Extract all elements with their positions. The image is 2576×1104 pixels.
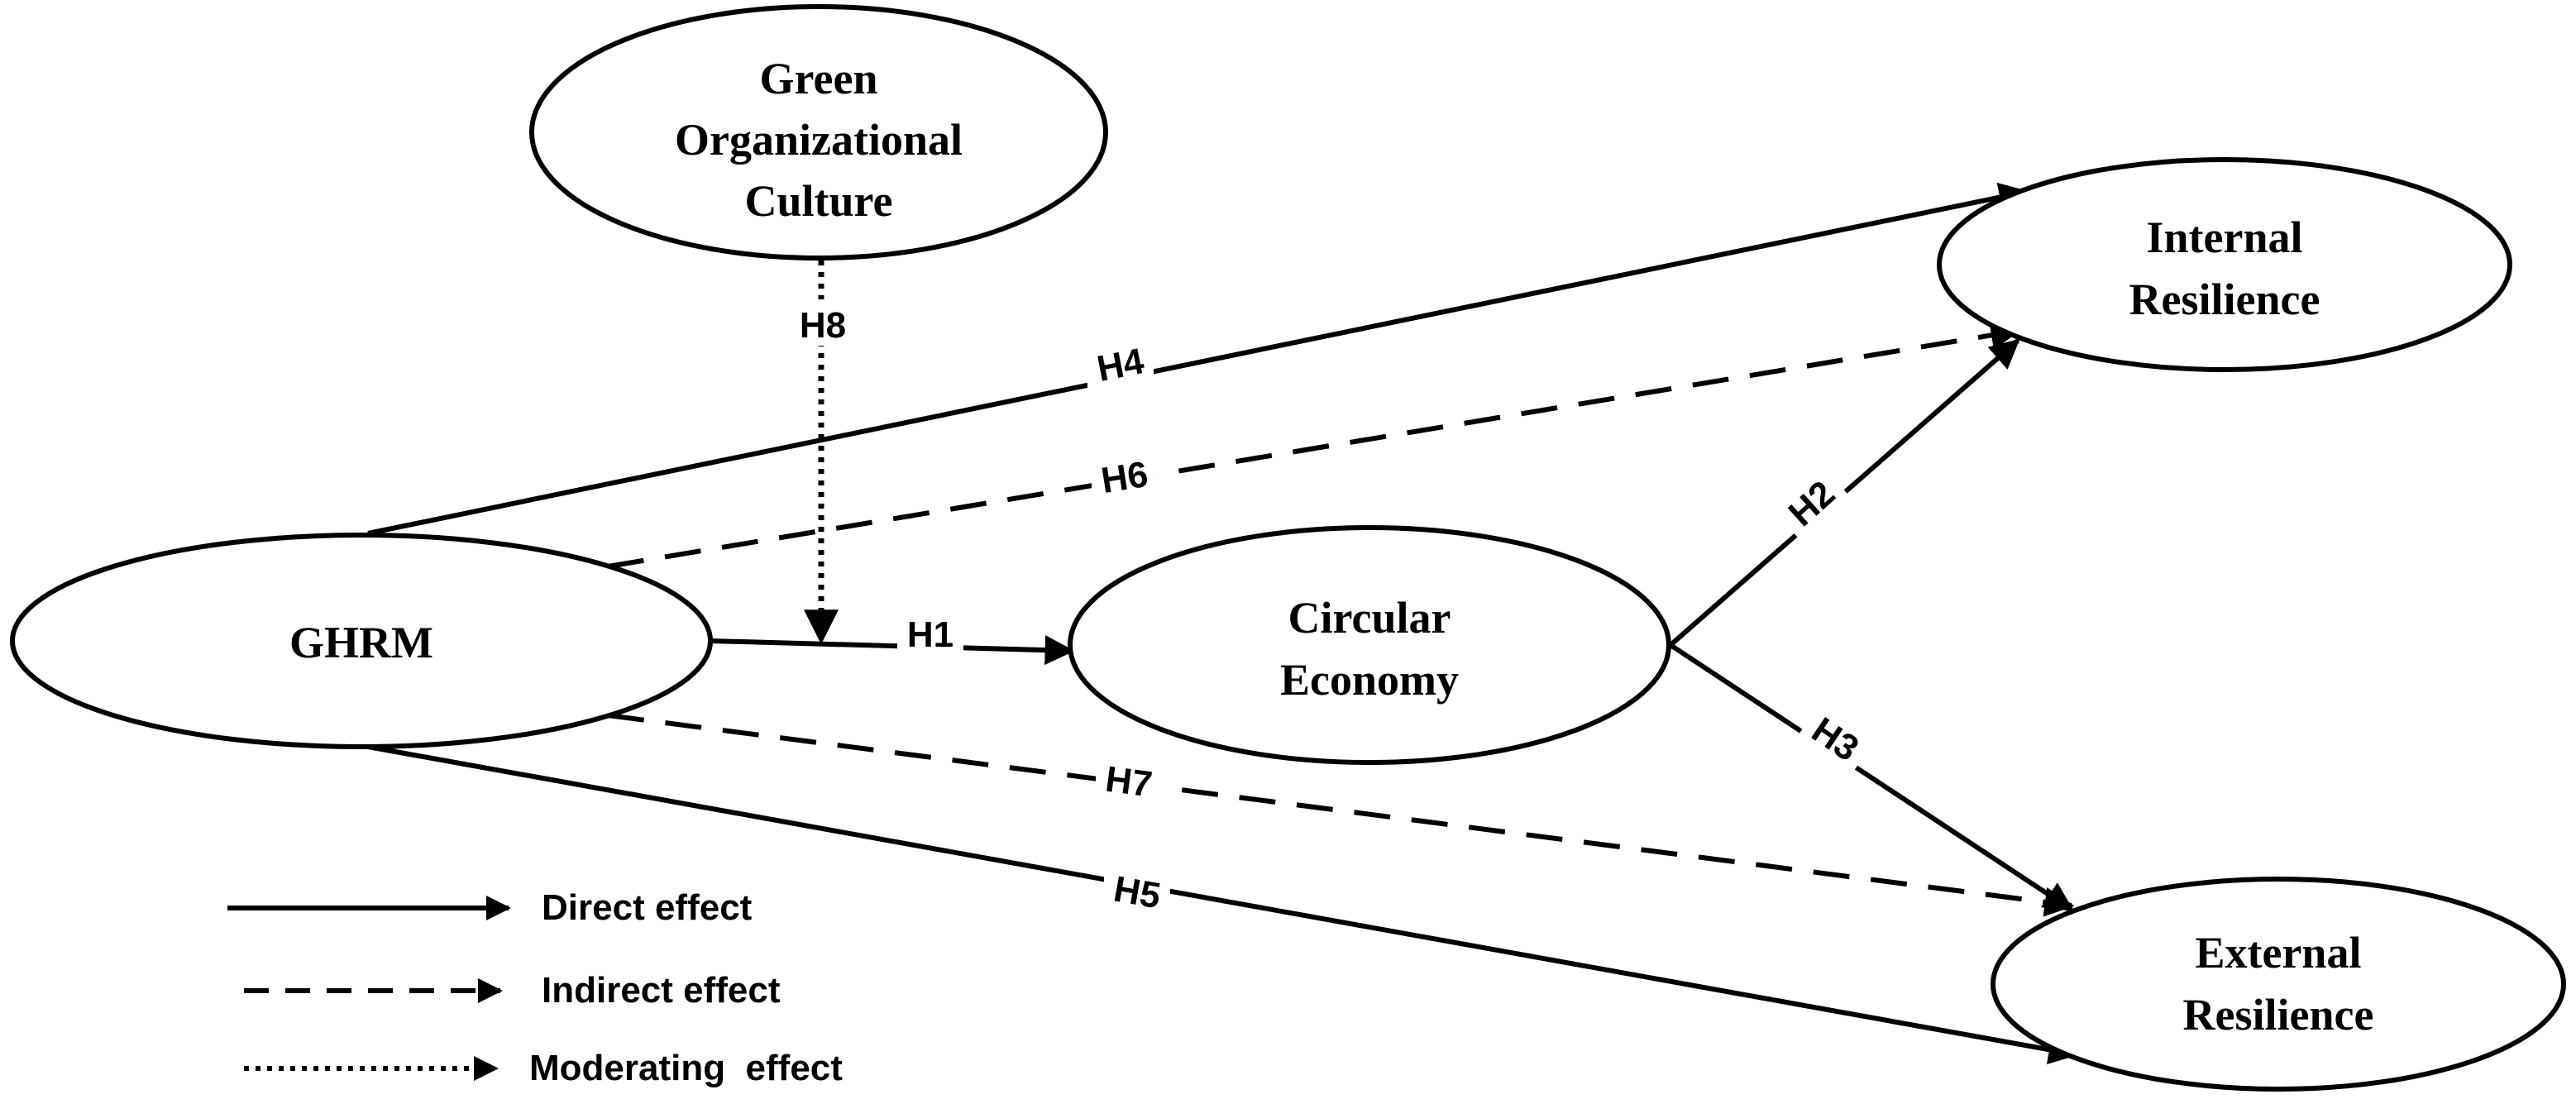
external-resilience-line-2: Resilience [2183, 990, 2374, 1039]
label-h6: H6 [1098, 454, 1150, 501]
label-h8: H8 [800, 305, 846, 346]
circular-economy-line-2: Economy [1280, 655, 1459, 705]
legend-direct-label: Direct effect [542, 887, 753, 928]
h7-label-bg [1096, 758, 1162, 805]
h2-label-bg [1771, 463, 1852, 542]
edge-h4 [367, 182, 2029, 536]
label-h4: H4 [1094, 341, 1148, 390]
edge-h6 [607, 320, 2021, 569]
node-circular-economy: Circular Economy [1068, 525, 1671, 765]
node-internal-resilience: Internal Resilience [1937, 157, 2512, 372]
circular-economy-line-1: Circular [1288, 593, 1451, 643]
edge-h5 [367, 744, 2079, 1064]
external-resilience-line-1: External [2196, 928, 2362, 977]
edge-h7 [607, 713, 2075, 917]
h8-label-bg [796, 299, 850, 346]
node-green-organizational-culture: Green Organizational Culture [529, 4, 1108, 260]
ghrm-label: GHRM [289, 618, 433, 667]
green-culture-line-1: Green [760, 54, 878, 103]
node-ghrm: GHRM [10, 533, 713, 749]
label-h1: H1 [907, 614, 953, 655]
green-culture-line-3: Culture [744, 176, 892, 226]
edge-h1 [710, 635, 1075, 666]
legend-indirect-label: Indirect effect [542, 970, 781, 1011]
label-h7: H7 [1103, 759, 1154, 805]
legend-moderating-label: Moderating effect [529, 1048, 843, 1088]
h5-label-bg [1104, 868, 1170, 916]
label-h5: H5 [1111, 868, 1164, 916]
h4-label-bg [1087, 341, 1154, 390]
h6-label-bg [1092, 453, 1158, 503]
legend: Direct effect Indirect effect Moderating… [227, 887, 843, 1088]
h3-label-bg [1795, 700, 1876, 777]
edge-h3 [1669, 643, 2075, 912]
h1-label-bg [897, 619, 963, 665]
green-culture-line-2: Organizational [675, 115, 963, 165]
internal-resilience-line-2: Resilience [2129, 275, 2320, 324]
internal-resilience-line-1: Internal [2147, 213, 2303, 262]
node-external-resilience: External Resilience [1991, 877, 2566, 1092]
